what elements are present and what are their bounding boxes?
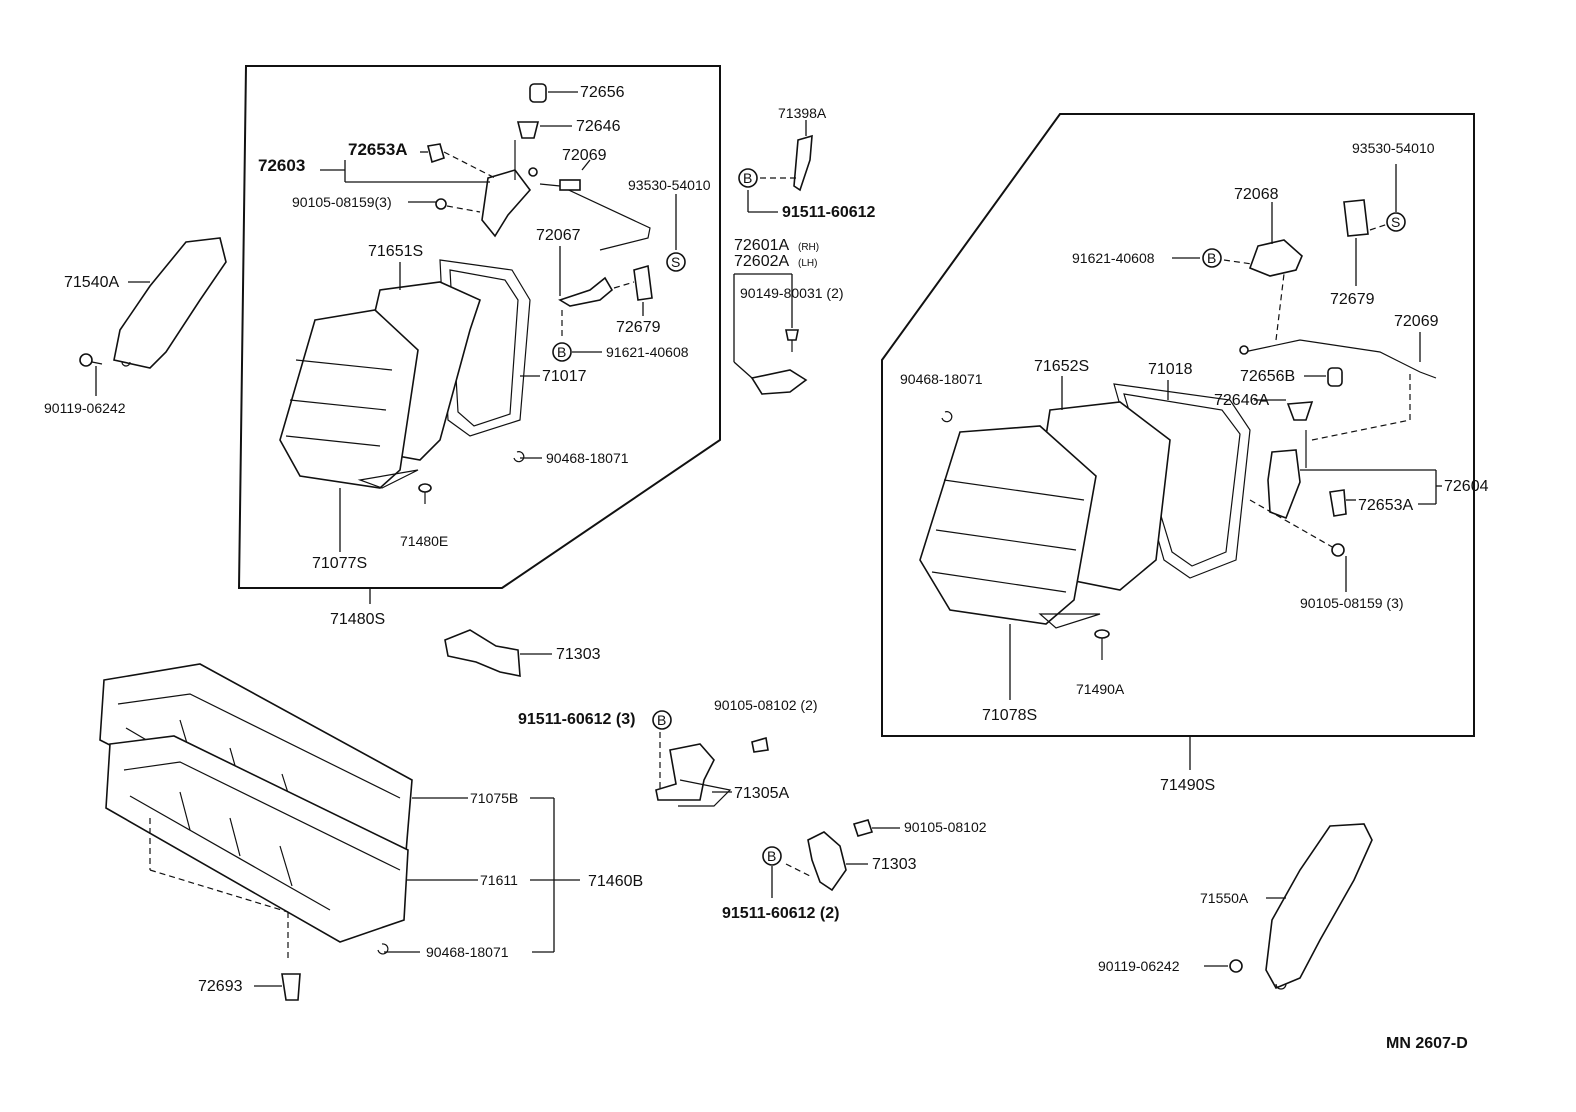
marker-b-91511-top: B: [743, 170, 752, 186]
label-90105-08102-2: 90105-08102 (2): [714, 697, 818, 713]
label-90119-06242-left: 90119-06242: [44, 400, 126, 416]
label-71460B: 71460B: [588, 873, 643, 890]
label-72602A-lh: (LH): [798, 258, 817, 269]
side-cushion-71550A: [1265, 823, 1373, 990]
label-93530-54010-right: 93530-54010: [1352, 140, 1435, 156]
label-71540A: 71540A: [64, 274, 119, 291]
label-91621-40608-right: 91621-40608: [1072, 250, 1155, 266]
svg-text:S: S: [1391, 214, 1400, 230]
label-71078S: 71078S: [982, 707, 1037, 724]
label-72656: 72656: [580, 84, 625, 101]
seatback-cover-71078S: [919, 425, 1097, 625]
cap-part: [529, 83, 547, 103]
label-93530-54010-left: 93530-54010: [628, 177, 711, 193]
label-71651S: 71651S: [368, 243, 423, 260]
label-72602A: 72602A: [734, 253, 789, 270]
svg-text:B: B: [657, 712, 666, 728]
label-90149-80031: 90149-80031 (2): [740, 285, 844, 301]
label-90468-18071-right: 90468-18071: [900, 371, 983, 387]
label-72646A: 72646A: [1214, 392, 1269, 409]
svg-text:B: B: [743, 170, 752, 186]
label-90105-08102: 90105-08102: [904, 819, 987, 835]
label-72067: 72067: [536, 227, 581, 244]
group-frame-71480S: [237, 65, 721, 589]
label-72656B: 72656B: [1240, 368, 1295, 385]
svg-text:B: B: [1207, 250, 1216, 266]
label-72653A-right: 72653A: [1358, 497, 1413, 514]
seat-pad-71611: [105, 735, 409, 943]
label-90468-18071-bottom: 90468-18071: [426, 944, 509, 960]
label-71611: 71611: [480, 872, 518, 888]
label-72068: 72068: [1234, 186, 1279, 203]
lock-mechanism: [481, 169, 532, 238]
label-72653A-left: 72653A: [348, 140, 408, 159]
label-72646: 72646: [576, 118, 621, 135]
marker-b-91621-left: B: [557, 344, 566, 360]
label-90468-18071-left: 90468-18071: [546, 450, 629, 466]
group-frame-71490S: [881, 113, 1475, 737]
label-72601A-rh: (RH): [798, 242, 819, 253]
label-91511-60612-2: 91511-60612 (2): [722, 905, 839, 922]
label-71480S: 71480S: [330, 611, 385, 628]
label-71490S: 71490S: [1160, 777, 1215, 794]
label-71652S: 71652S: [1034, 358, 1089, 375]
label-71550A: 71550A: [1200, 890, 1249, 906]
label-72693: 72693: [198, 978, 243, 995]
svg-text:B: B: [557, 344, 566, 360]
label-72603: 72603: [258, 156, 305, 175]
label-71305A: 71305A: [734, 785, 789, 802]
label-71017: 71017: [542, 368, 587, 385]
label-91511-60612-3: 91511-60612 (3): [518, 711, 635, 728]
side-cushion-71540A: [113, 237, 227, 369]
label-72604: 72604: [1444, 478, 1489, 495]
label-91621-40608-left: 91621-40608: [606, 344, 689, 360]
seatback-frame-71017: [439, 259, 531, 437]
marker-b-91511-2: B: [767, 848, 776, 864]
marker-b-91511-3: B: [657, 712, 666, 728]
label-72679-right: 72679: [1330, 291, 1375, 308]
knob-part: [516, 121, 540, 139]
label-71398A: 71398A: [778, 105, 827, 121]
marker-s-93530-left: S: [671, 254, 680, 270]
label-71303-bottom: 71303: [872, 856, 917, 873]
label-90105-08159-right: 90105-08159 (3): [1300, 595, 1404, 611]
label-72069-left: 72069: [562, 147, 607, 164]
label-71018: 71018: [1148, 361, 1193, 378]
marker-b-91621-right: B: [1207, 250, 1216, 266]
label-71303-top: 71303: [556, 646, 601, 663]
label-71077S: 71077S: [312, 555, 367, 572]
label-72601A: 72601A: [734, 237, 789, 254]
seatback-cover-71077S: [279, 309, 419, 489]
svg-text:B: B: [767, 848, 776, 864]
marker-s-93530-right: S: [1391, 214, 1400, 230]
svg-text:S: S: [671, 254, 680, 270]
label-71480E: 71480E: [400, 533, 448, 549]
label-90105-08159-left: 90105-08159(3): [292, 194, 392, 210]
diagram-code: MN 2607-D: [1386, 1035, 1468, 1052]
label-71490A: 71490A: [1076, 681, 1125, 697]
label-72679-left: 72679: [616, 319, 661, 336]
label-90119-06242-right: 90119-06242: [1098, 958, 1180, 974]
label-91511-60612-top: 91511-60612: [782, 204, 876, 221]
label-71075B: 71075B: [470, 790, 518, 806]
label-72069-right: 72069: [1394, 313, 1439, 330]
